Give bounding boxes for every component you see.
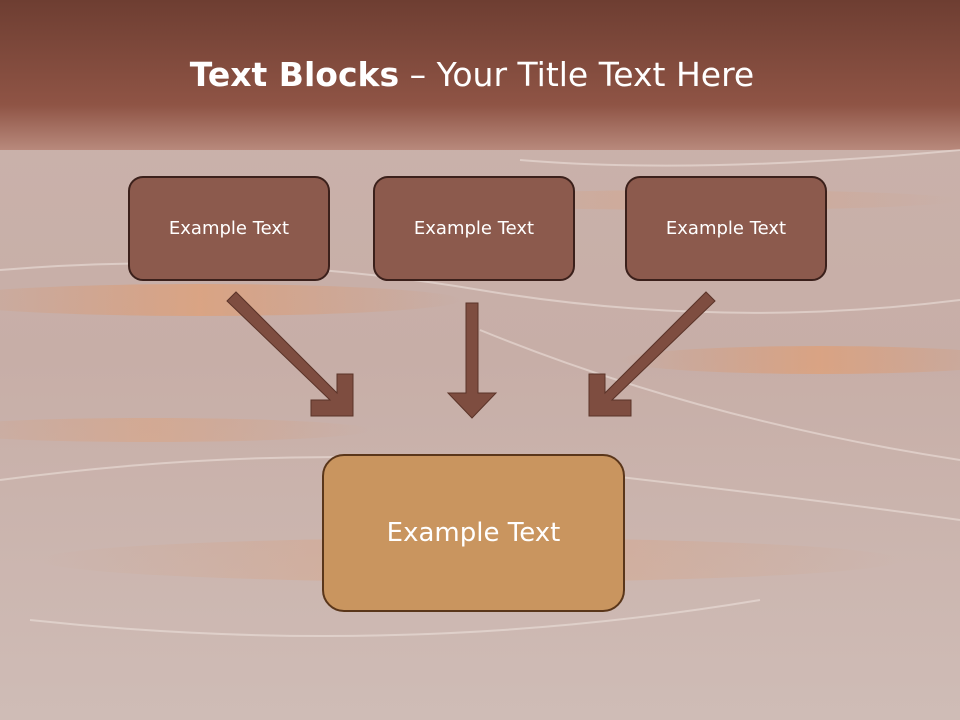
text-block-label: Example Text <box>665 218 787 239</box>
text-block-center: Example Text <box>373 176 575 281</box>
text-block-result-label: Example Text <box>386 518 561 548</box>
title-dash: – <box>399 55 437 94</box>
text-block-result: Example Text <box>322 454 625 612</box>
arrow-icon-right <box>588 291 716 417</box>
text-block-left: Example Text <box>128 176 330 281</box>
text-block-right: Example Text <box>625 176 827 281</box>
title-bold: Text Blocks <box>189 55 400 94</box>
text-block-label: Example Text <box>413 218 535 239</box>
slide-title: Text Blocks – Your Title Text Here <box>0 52 944 98</box>
text-block-label: Example Text <box>168 218 290 239</box>
title-rest: Your Title Text Here <box>436 55 755 94</box>
arrow-icon-center <box>446 302 498 419</box>
arrow-icon-left <box>226 291 354 417</box>
